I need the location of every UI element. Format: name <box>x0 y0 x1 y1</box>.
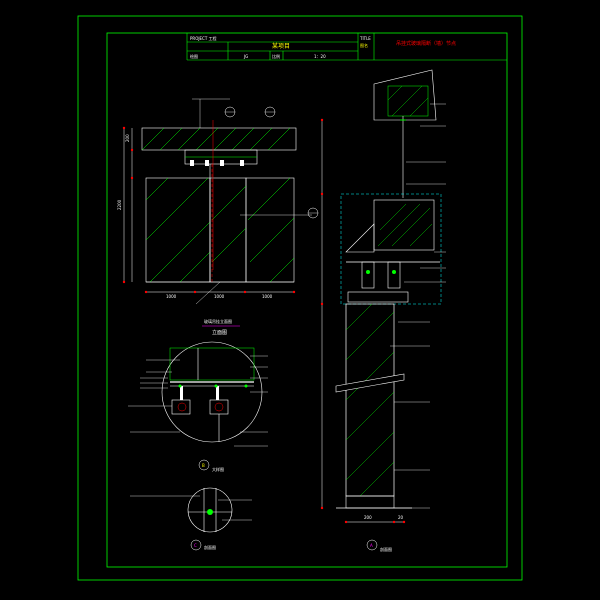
detail-c-caption: 剖面图 <box>204 544 216 550</box>
drawn-label: 绘图 <box>190 53 198 59</box>
scale-value: 1：20 <box>314 54 326 59</box>
elevation-dim-bottom-3: 1000 <box>262 294 273 299</box>
glass-section <box>345 303 395 497</box>
title-block <box>186 33 507 61</box>
title-caption: 图名 <box>360 42 368 48</box>
section-a <box>320 69 446 551</box>
glass-panel-3 <box>245 177 295 283</box>
detail-c <box>130 487 252 551</box>
elevation-dim-top: 200 <box>125 134 130 142</box>
elevation-dim-overall: 2200 <box>117 199 122 210</box>
project-label: PROJECT 工程 <box>190 35 217 41</box>
section-a-marker: A <box>370 543 373 548</box>
title-label: TITLE <box>359 36 371 41</box>
elevation-caption: 立面图 <box>212 329 227 336</box>
glass-panel-1 <box>145 177 211 283</box>
project-value: 某项目 <box>272 43 290 50</box>
elevation-dim-bottom-1: 1000 <box>166 294 177 299</box>
glass-panel-2 <box>209 177 247 283</box>
section-a-caption: 剖面图 <box>380 546 392 552</box>
section-a-dim-bottom: 200 <box>364 515 372 520</box>
drawn-value: JG <box>243 54 248 59</box>
scale-label: 比例 <box>272 53 280 59</box>
detail-b <box>128 341 268 471</box>
outer-border <box>77 15 523 581</box>
title-value: 吊挂式玻璃隔断（墙）节点 <box>396 40 456 47</box>
elevation-view <box>122 98 319 305</box>
section-a-dim-side: 20 <box>398 515 404 520</box>
detail-c-marker: C <box>194 543 197 548</box>
inner-border <box>106 32 508 568</box>
detail-b-caption: 大样图 <box>212 466 224 472</box>
elevation-sub-caption: 玻璃吊挂立面图 <box>204 318 232 324</box>
detail-b-marker: B <box>202 463 205 468</box>
elevation-dim-bottom-2: 1000 <box>214 294 225 299</box>
